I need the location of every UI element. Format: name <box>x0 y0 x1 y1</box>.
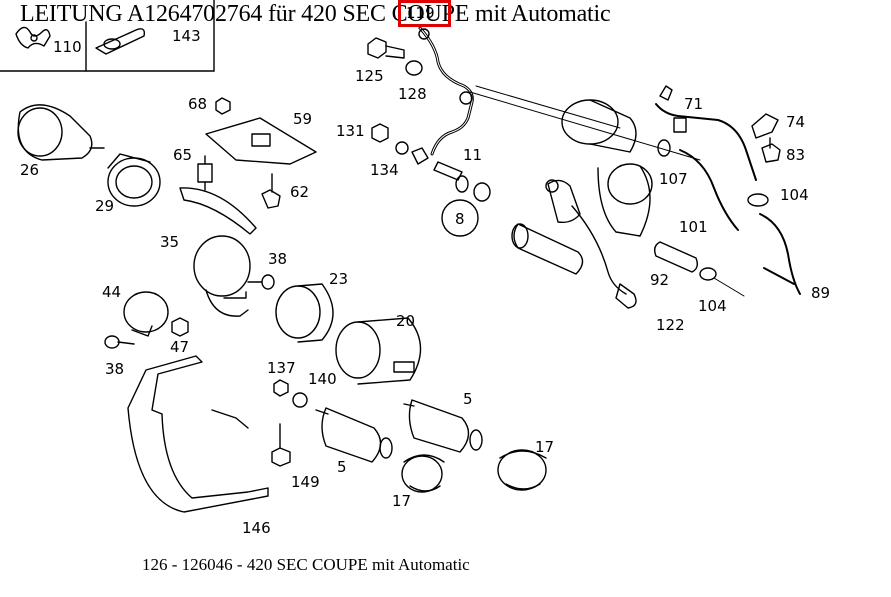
part-label-29[interactable]: 29 <box>95 197 114 215</box>
screw-62-drawing <box>261 173 281 209</box>
part-label-146[interactable]: 146 <box>242 519 271 537</box>
hose-71-drawing <box>655 85 757 181</box>
part-label-137[interactable]: 137 <box>267 359 296 377</box>
part-label-122[interactable]: 122 <box>656 316 685 334</box>
part-label-143[interactable]: 143 <box>172 27 201 45</box>
sleeve-29-drawing <box>107 153 161 207</box>
part-label-17-left[interactable]: 17 <box>392 492 411 510</box>
cover-146-drawing <box>127 355 269 513</box>
fitting-11-drawing <box>433 161 491 202</box>
part-label-134[interactable]: 134 <box>370 161 399 179</box>
clamp-104a-drawing <box>747 193 769 207</box>
part-label-23[interactable]: 23 <box>329 270 348 288</box>
part-label-59[interactable]: 59 <box>293 110 312 128</box>
fuel-line-119-drawing <box>418 26 701 161</box>
leader-104b <box>713 277 745 297</box>
part-label-131[interactable]: 131 <box>336 122 365 140</box>
hose-89-drawing <box>759 213 801 295</box>
part-label-104-bottom[interactable]: 104 <box>698 297 727 315</box>
line-122-drawing <box>571 205 627 295</box>
part-label-5-right[interactable]: 5 <box>463 390 473 408</box>
part-label-20[interactable]: 20 <box>396 312 415 330</box>
bracket-59-drawing <box>205 117 317 165</box>
selected-part-highlight[interactable] <box>398 0 451 27</box>
part-label-119[interactable]: 119 <box>406 4 435 22</box>
nut-68-drawing <box>215 97 231 115</box>
part-label-47[interactable]: 47 <box>170 338 189 356</box>
fuel-filter-26-drawing <box>17 104 105 161</box>
part-label-104-top[interactable]: 104 <box>780 186 809 204</box>
part-label-92[interactable]: 92 <box>650 271 669 289</box>
nut-47-drawing <box>171 317 189 337</box>
part-label-62[interactable]: 62 <box>290 183 309 201</box>
part-label-74[interactable]: 74 <box>786 113 805 131</box>
part-label-44[interactable]: 44 <box>102 283 121 301</box>
sleeve-17a-drawing <box>401 454 445 493</box>
clamp-104b-drawing <box>699 267 717 281</box>
part-label-149[interactable]: 149 <box>291 473 320 491</box>
fuel-filter-20-drawing <box>335 317 422 385</box>
washer-134-drawing <box>395 141 409 155</box>
screw-38a-drawing <box>247 274 275 290</box>
part-label-38-lower[interactable]: 38 <box>105 360 124 378</box>
screw-38b-drawing <box>104 335 135 349</box>
hose-107-drawing <box>657 139 739 231</box>
part-label-65[interactable]: 65 <box>173 146 192 164</box>
part-label-17-right[interactable]: 17 <box>535 438 554 456</box>
ring-8-drawing <box>441 199 479 237</box>
page-title: LEITUNG A1264702764 für 420 SEC COUPE mi… <box>20 1 611 27</box>
nut-137-drawing <box>273 379 289 397</box>
clamp-44-drawing <box>123 291 169 337</box>
sleeve-17b-drawing <box>497 449 547 491</box>
pump-101-drawing <box>511 223 584 275</box>
part-label-38-upper[interactable]: 38 <box>268 250 287 268</box>
part-label-89[interactable]: 89 <box>811 284 830 302</box>
part-label-35[interactable]: 35 <box>160 233 179 251</box>
part-label-26[interactable]: 26 <box>20 161 39 179</box>
accumulator-drawing <box>545 99 653 237</box>
pump-5b-drawing <box>403 399 483 453</box>
part-label-128[interactable]: 128 <box>398 85 427 103</box>
screw-149-drawing <box>271 423 291 467</box>
clip-143-drawing <box>95 28 146 55</box>
part-label-125[interactable]: 125 <box>355 67 384 85</box>
pump-5a-drawing <box>315 407 393 463</box>
part-label-8[interactable]: 8 <box>455 210 465 228</box>
part-label-83[interactable]: 83 <box>786 146 805 164</box>
washer-128-drawing <box>405 60 423 76</box>
part-label-101[interactable]: 101 <box>679 218 708 236</box>
part-label-110[interactable]: 110 <box>53 38 82 56</box>
valve-65-drawing <box>197 155 213 191</box>
part-label-140[interactable]: 140 <box>308 370 337 388</box>
model-caption: 126 - 126046 - 420 SEC COUPE mit Automat… <box>142 555 470 574</box>
bracket-74-drawing <box>751 113 779 139</box>
part-label-68[interactable]: 68 <box>188 95 207 113</box>
part-label-107[interactable]: 107 <box>659 170 688 188</box>
lockwasher-140-drawing <box>292 392 308 408</box>
sensor-122-drawing <box>615 283 637 309</box>
inset-box <box>0 0 215 72</box>
part-label-71[interactable]: 71 <box>684 95 703 113</box>
part-label-5-left[interactable]: 5 <box>337 458 347 476</box>
screw-83-drawing <box>761 137 781 163</box>
hose-92-drawing <box>653 241 699 273</box>
part-label-11[interactable]: 11 <box>463 146 482 164</box>
fitting-drawing <box>411 147 429 165</box>
bracket-35-drawing <box>179 187 257 317</box>
clip-110-drawing <box>15 26 51 49</box>
banjo-bolt-125-drawing <box>367 37 405 59</box>
ring-23-drawing <box>275 283 334 343</box>
nut-131-drawing <box>371 123 389 143</box>
